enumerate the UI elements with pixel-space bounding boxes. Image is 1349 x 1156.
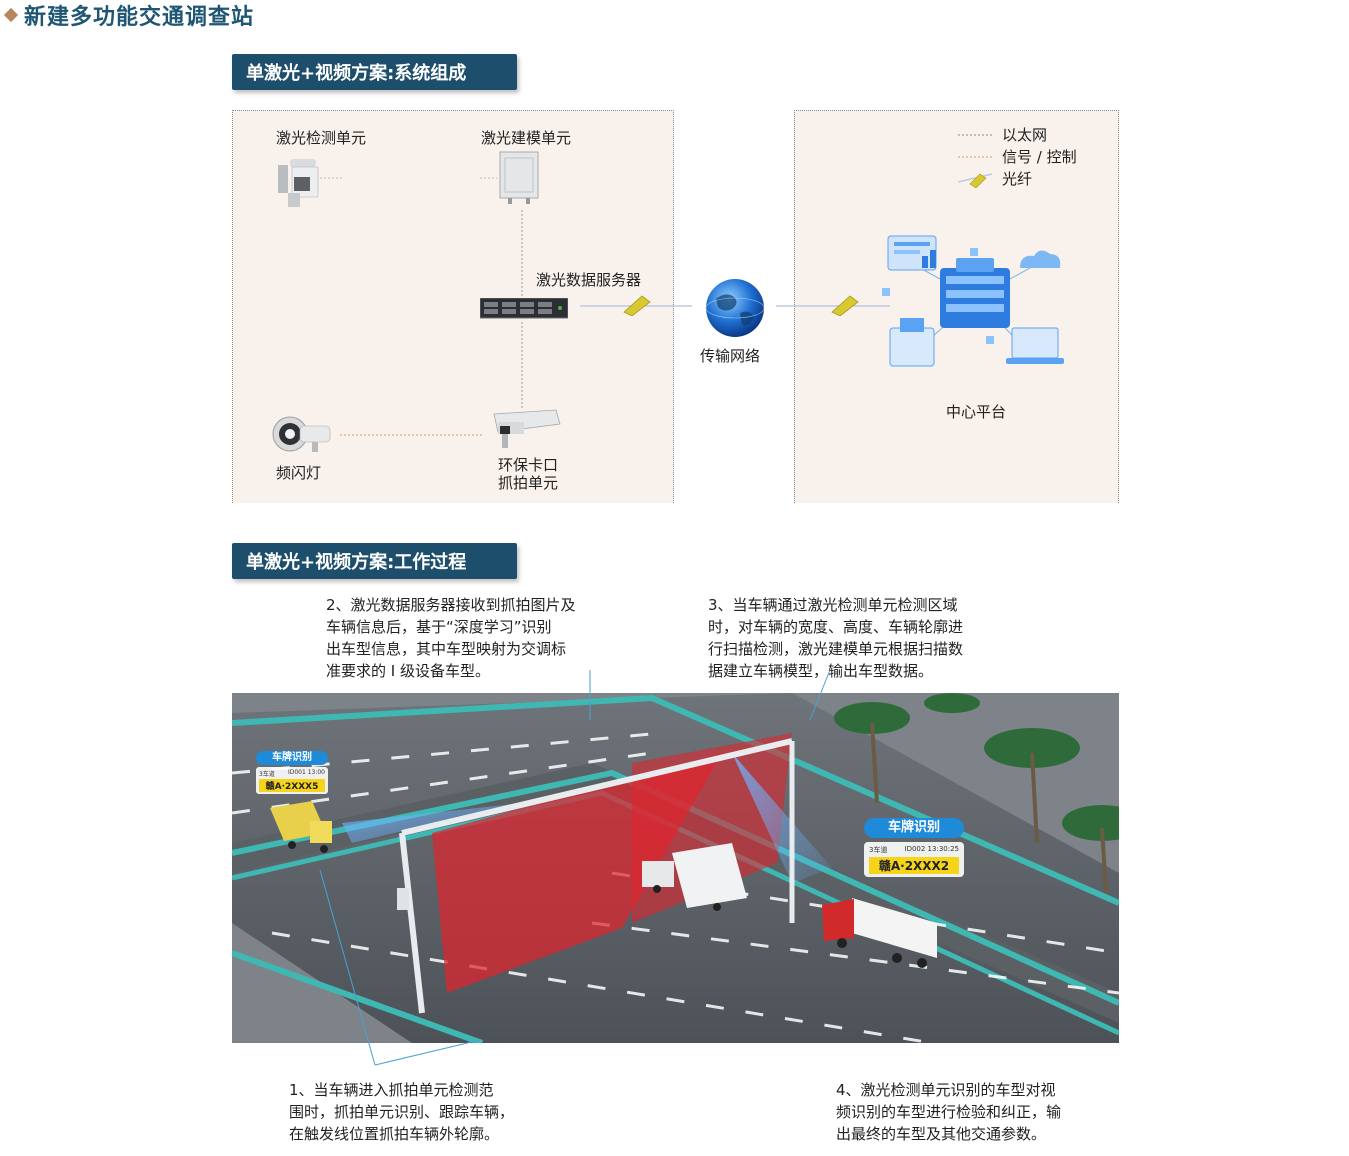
legend-ethernet-line bbox=[958, 134, 992, 135]
capture-camera-icon bbox=[493, 409, 561, 448]
step-4-line: 出最终的车型及其他交通参数。 bbox=[836, 1125, 1047, 1143]
step-3-line: 3、当车辆通过激光检测单元检测区域 bbox=[708, 596, 958, 614]
fiber-connector-icon bbox=[623, 295, 651, 316]
plate-tag-right-body: 3车道 ID002 13:30:25 赣A·2XXX2 bbox=[864, 842, 964, 877]
page-title-text: 新建多功能交通调查站 bbox=[24, 5, 255, 30]
laser-modeling-unit-icon bbox=[499, 151, 539, 204]
network-link-left bbox=[674, 305, 794, 307]
plate-tag-left-body: 3车道 ID001 13:00 赣A·2XXX5 bbox=[256, 767, 328, 794]
step-1-line: 1、当车辆进入抓拍单元检测范 bbox=[289, 1081, 494, 1099]
plate-tag-right-title: 车牌识别 bbox=[864, 818, 964, 838]
page-title: 新建多功能交通调查站 bbox=[3, 0, 255, 30]
step-3-description: 3、当车辆通过激光检测单元检测区域 时，对车辆的宽度、高度、车辆轮廓进 行扫描检… bbox=[708, 594, 963, 682]
center-platform-illustration bbox=[882, 235, 1064, 367]
label-center-platform: 中心平台 bbox=[946, 403, 1007, 421]
plate-tag-left-title: 车牌识别 bbox=[256, 751, 328, 765]
label-laser-detection-unit: 激光检测单元 bbox=[276, 129, 367, 147]
site-connection-lines bbox=[304, 177, 674, 436]
step-3-line: 据建立车辆模型，输出车型数据。 bbox=[708, 662, 934, 680]
laser-detection-unit-icon bbox=[278, 159, 319, 207]
label-transmission-network: 传输网络 bbox=[700, 347, 761, 365]
step-1-line: 在触发线位置抓拍车辆外轮廓。 bbox=[289, 1125, 500, 1143]
legend-signal-line bbox=[958, 156, 992, 157]
legend-signal: 信号 / 控制 bbox=[958, 146, 1077, 167]
laser-server-icon bbox=[480, 298, 568, 319]
legend-fiber-connector-icon bbox=[958, 172, 992, 188]
step-4-line: 4、激光检测单元识别的车型对视 bbox=[836, 1081, 1056, 1099]
plate-tag-left-plate: 赣A·2XXX5 bbox=[259, 779, 325, 792]
legend-ethernet: 以太网 bbox=[958, 124, 1047, 145]
label-laser-data-server: 激光数据服务器 bbox=[536, 271, 642, 289]
step-2-description: 2、激光数据服务器接收到抓拍图片及 车辆信息后，基于“深度学习”识别 出车型信息… bbox=[326, 594, 576, 682]
label-flash-light: 频闪灯 bbox=[276, 464, 322, 482]
step-2-line: 出车型信息，其中车型映射为交调标 bbox=[326, 640, 567, 658]
plate-tag-right-meta: ID002 13:30:25 bbox=[904, 845, 959, 853]
plate-tag-right-lane: 3车道 bbox=[869, 846, 888, 854]
highway-scene-illustration bbox=[232, 693, 1119, 1043]
step-1-description: 1、当车辆进入抓拍单元检测范 围时，抓拍单元识别、跟踪车辆， 在触发线位置抓拍车… bbox=[289, 1079, 514, 1145]
plate-tag-left-meta: ID001 13:00 bbox=[287, 769, 325, 776]
globe-network-icon bbox=[705, 279, 765, 337]
step-2-line: 准要求的 I 级设备车型。 bbox=[326, 662, 490, 680]
section-header-system-composition: 单激光+视频方案:系统组成 bbox=[232, 54, 517, 90]
label-capture-unit-1: 环保卡口 bbox=[498, 456, 559, 474]
flash-light-icon bbox=[272, 416, 331, 452]
step-1-line: 围时，抓拍单元识别、跟踪车辆， bbox=[289, 1103, 515, 1121]
step-2-line: 车辆信息后，基于“深度学习”识别 bbox=[326, 618, 552, 636]
step-3-line: 行扫描检测，激光建模单元根据扫描数 bbox=[708, 640, 964, 658]
plate-tag-right-plate: 赣A·2XXX2 bbox=[869, 857, 959, 874]
legend-signal-label: 信号 / 控制 bbox=[1002, 148, 1077, 166]
section-header-work-process: 单激光+视频方案:工作过程 bbox=[232, 543, 517, 579]
callout-lines bbox=[319, 669, 831, 1066]
step-2-line: 2、激光数据服务器接收到抓拍图片及 bbox=[326, 596, 576, 614]
highway-scene: 车牌识别 3车道 ID001 13:00 赣A·2XXX5 车牌识别 3车道 I… bbox=[232, 693, 1119, 1043]
yellow-truck bbox=[270, 801, 332, 853]
plate-tag-left: 车牌识别 3车道 ID001 13:00 赣A·2XXX5 bbox=[256, 751, 328, 794]
label-laser-modeling-unit: 激光建模单元 bbox=[481, 129, 572, 147]
plate-tag-right: 车牌识别 3车道 ID002 13:30:25 赣A·2XXX2 bbox=[864, 818, 964, 877]
legend-fiber: 光纤 bbox=[958, 168, 1032, 189]
legend-fiber-label: 光纤 bbox=[1002, 170, 1033, 188]
fiber-connector-icon bbox=[831, 295, 859, 316]
legend-ethernet-label: 以太网 bbox=[1002, 126, 1048, 144]
step-3-line: 时，对车辆的宽度、高度、车辆轮廓进 bbox=[708, 618, 964, 636]
diamond-bullet-icon bbox=[3, 7, 19, 23]
step-4-description: 4、激光检测单元识别的车型对视 频识别的车型进行检验和纠正，输 出最终的车型及其… bbox=[836, 1079, 1061, 1145]
label-capture-unit-2: 抓拍单元 bbox=[498, 474, 559, 492]
step-4-line: 频识别的车型进行检验和纠正，输 bbox=[836, 1103, 1062, 1121]
plate-tag-left-lane: 3车道 bbox=[259, 771, 275, 778]
